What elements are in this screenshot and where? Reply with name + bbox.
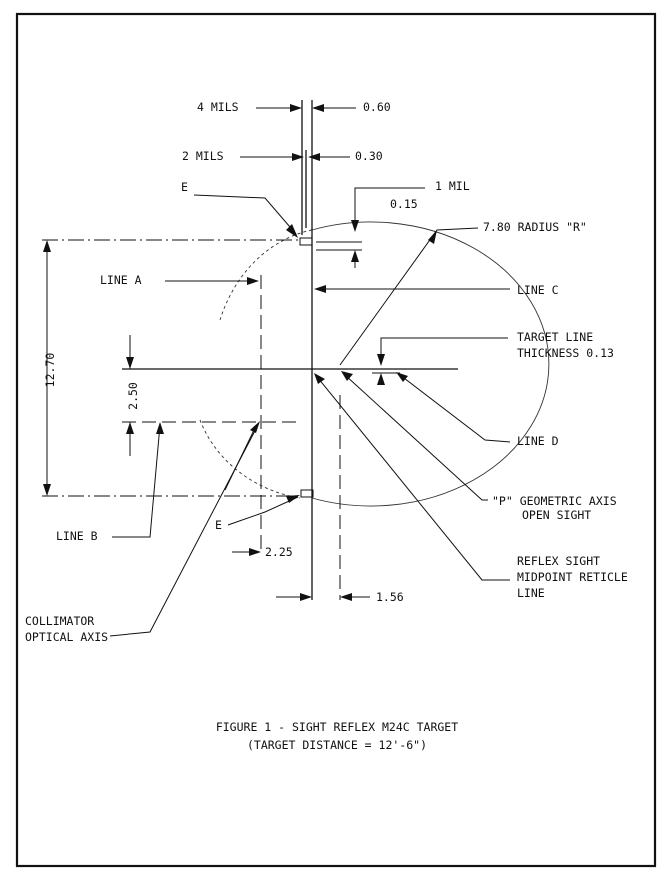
- label-015: 0.15: [390, 197, 418, 211]
- label-collimator-2: OPTICAL AXIS: [25, 630, 108, 644]
- label-reflex-1: REFLEX SIGHT: [517, 554, 600, 568]
- label-target-line-2: THICKNESS 0.13: [517, 346, 614, 360]
- label-target-line-1: TARGET LINE: [517, 330, 593, 344]
- label-p-axis-2: OPEN SIGHT: [522, 508, 591, 522]
- label-250: 2.50: [126, 382, 140, 410]
- label-060: 0.60: [363, 100, 391, 114]
- caption-line-1: FIGURE 1 - SIGHT REFLEX M24C TARGET: [216, 720, 458, 734]
- label-2-mils: 2 MILS: [182, 149, 224, 163]
- label-line-a: LINE A: [100, 273, 142, 287]
- label-radius-r: 7.80 RADIUS "R": [483, 220, 587, 234]
- label-e-bottom: E: [215, 518, 222, 532]
- label-e-top: E: [181, 180, 188, 194]
- label-1-mil: 1 MIL: [435, 179, 470, 193]
- label-line-c: LINE C: [517, 283, 559, 297]
- radius-circle-arc-lower-left: [199, 419, 301, 499]
- label-1270: 12.70: [43, 353, 57, 388]
- radius-circle-arc: [311, 221, 550, 507]
- label-reflex-2: MIDPOINT RETICLE: [517, 570, 628, 584]
- label-line-d: LINE D: [517, 434, 559, 448]
- label-225: 2.25: [265, 545, 293, 559]
- label-line-b: LINE B: [56, 529, 98, 543]
- radius-circle-arc-left: [219, 229, 313, 321]
- e-marker-bottom: [300, 489, 314, 498]
- page-border: [15, 12, 657, 868]
- e-marker-top: [299, 237, 313, 246]
- label-156: 1.56: [376, 590, 404, 604]
- label-collimator-1: COLLIMATOR: [25, 614, 94, 628]
- label-030: 0.30: [355, 149, 383, 163]
- caption-line-2: (TARGET DISTANCE = 12'-6"): [247, 738, 427, 752]
- label-reflex-3: LINE: [517, 586, 545, 600]
- label-p-axis-1: "P" GEOMETRIC AXIS: [492, 494, 617, 508]
- label-4-mils: 4 MILS: [197, 100, 239, 114]
